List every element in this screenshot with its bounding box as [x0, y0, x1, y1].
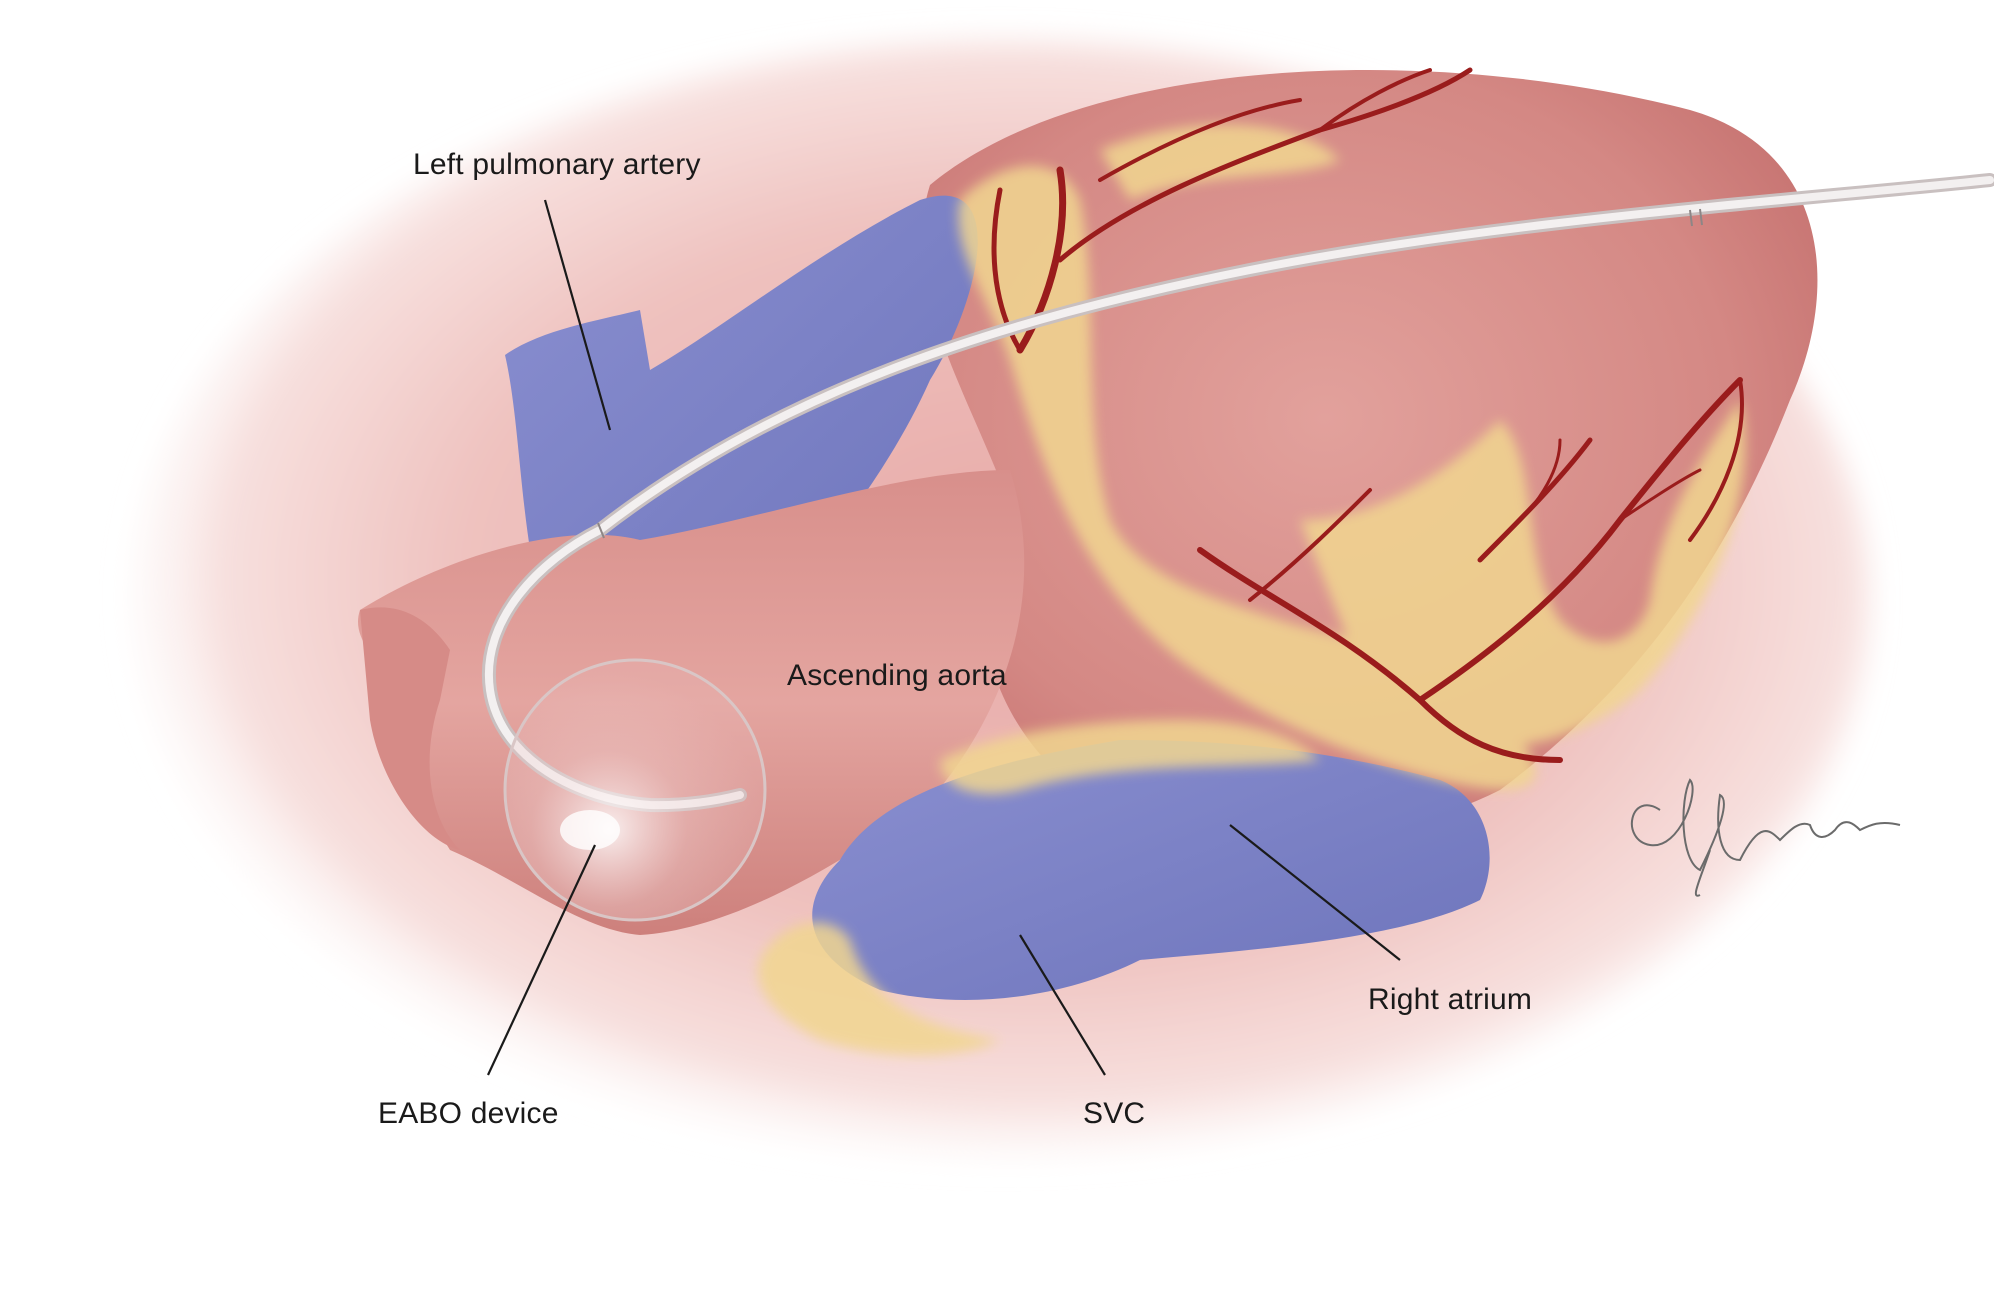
leader-left-pulmonary-artery	[543, 199, 612, 431]
eabo-balloon	[503, 658, 767, 922]
leader-lines	[487, 199, 1401, 1076]
aortic-root	[360, 607, 460, 850]
catheter-marker	[597, 522, 605, 539]
leader-right-atrium	[1229, 824, 1401, 961]
catheter-marker	[1699, 208, 1703, 226]
leader-eabo-device	[487, 844, 596, 1076]
balloon-highlight	[560, 810, 620, 850]
left-pulmonary-artery-shape	[505, 195, 978, 650]
coronary-vessels	[991, 67, 1744, 763]
label-right-atrium: Right atrium	[1368, 983, 1533, 1016]
leader-svc	[1019, 934, 1106, 1076]
label-svc: SVC	[1083, 1097, 1146, 1130]
label-eabo-device: EABO device	[378, 1097, 559, 1130]
artist-signature	[1631, 778, 1901, 897]
catheter-marker	[1689, 209, 1693, 227]
epicardial-fat	[758, 124, 1746, 1055]
svc-right-atrium-shape	[812, 740, 1490, 1000]
label-ascending-aorta: Ascending aorta	[787, 659, 1007, 692]
label-left-pulmonary-artery: Left pulmonary artery	[413, 148, 701, 181]
